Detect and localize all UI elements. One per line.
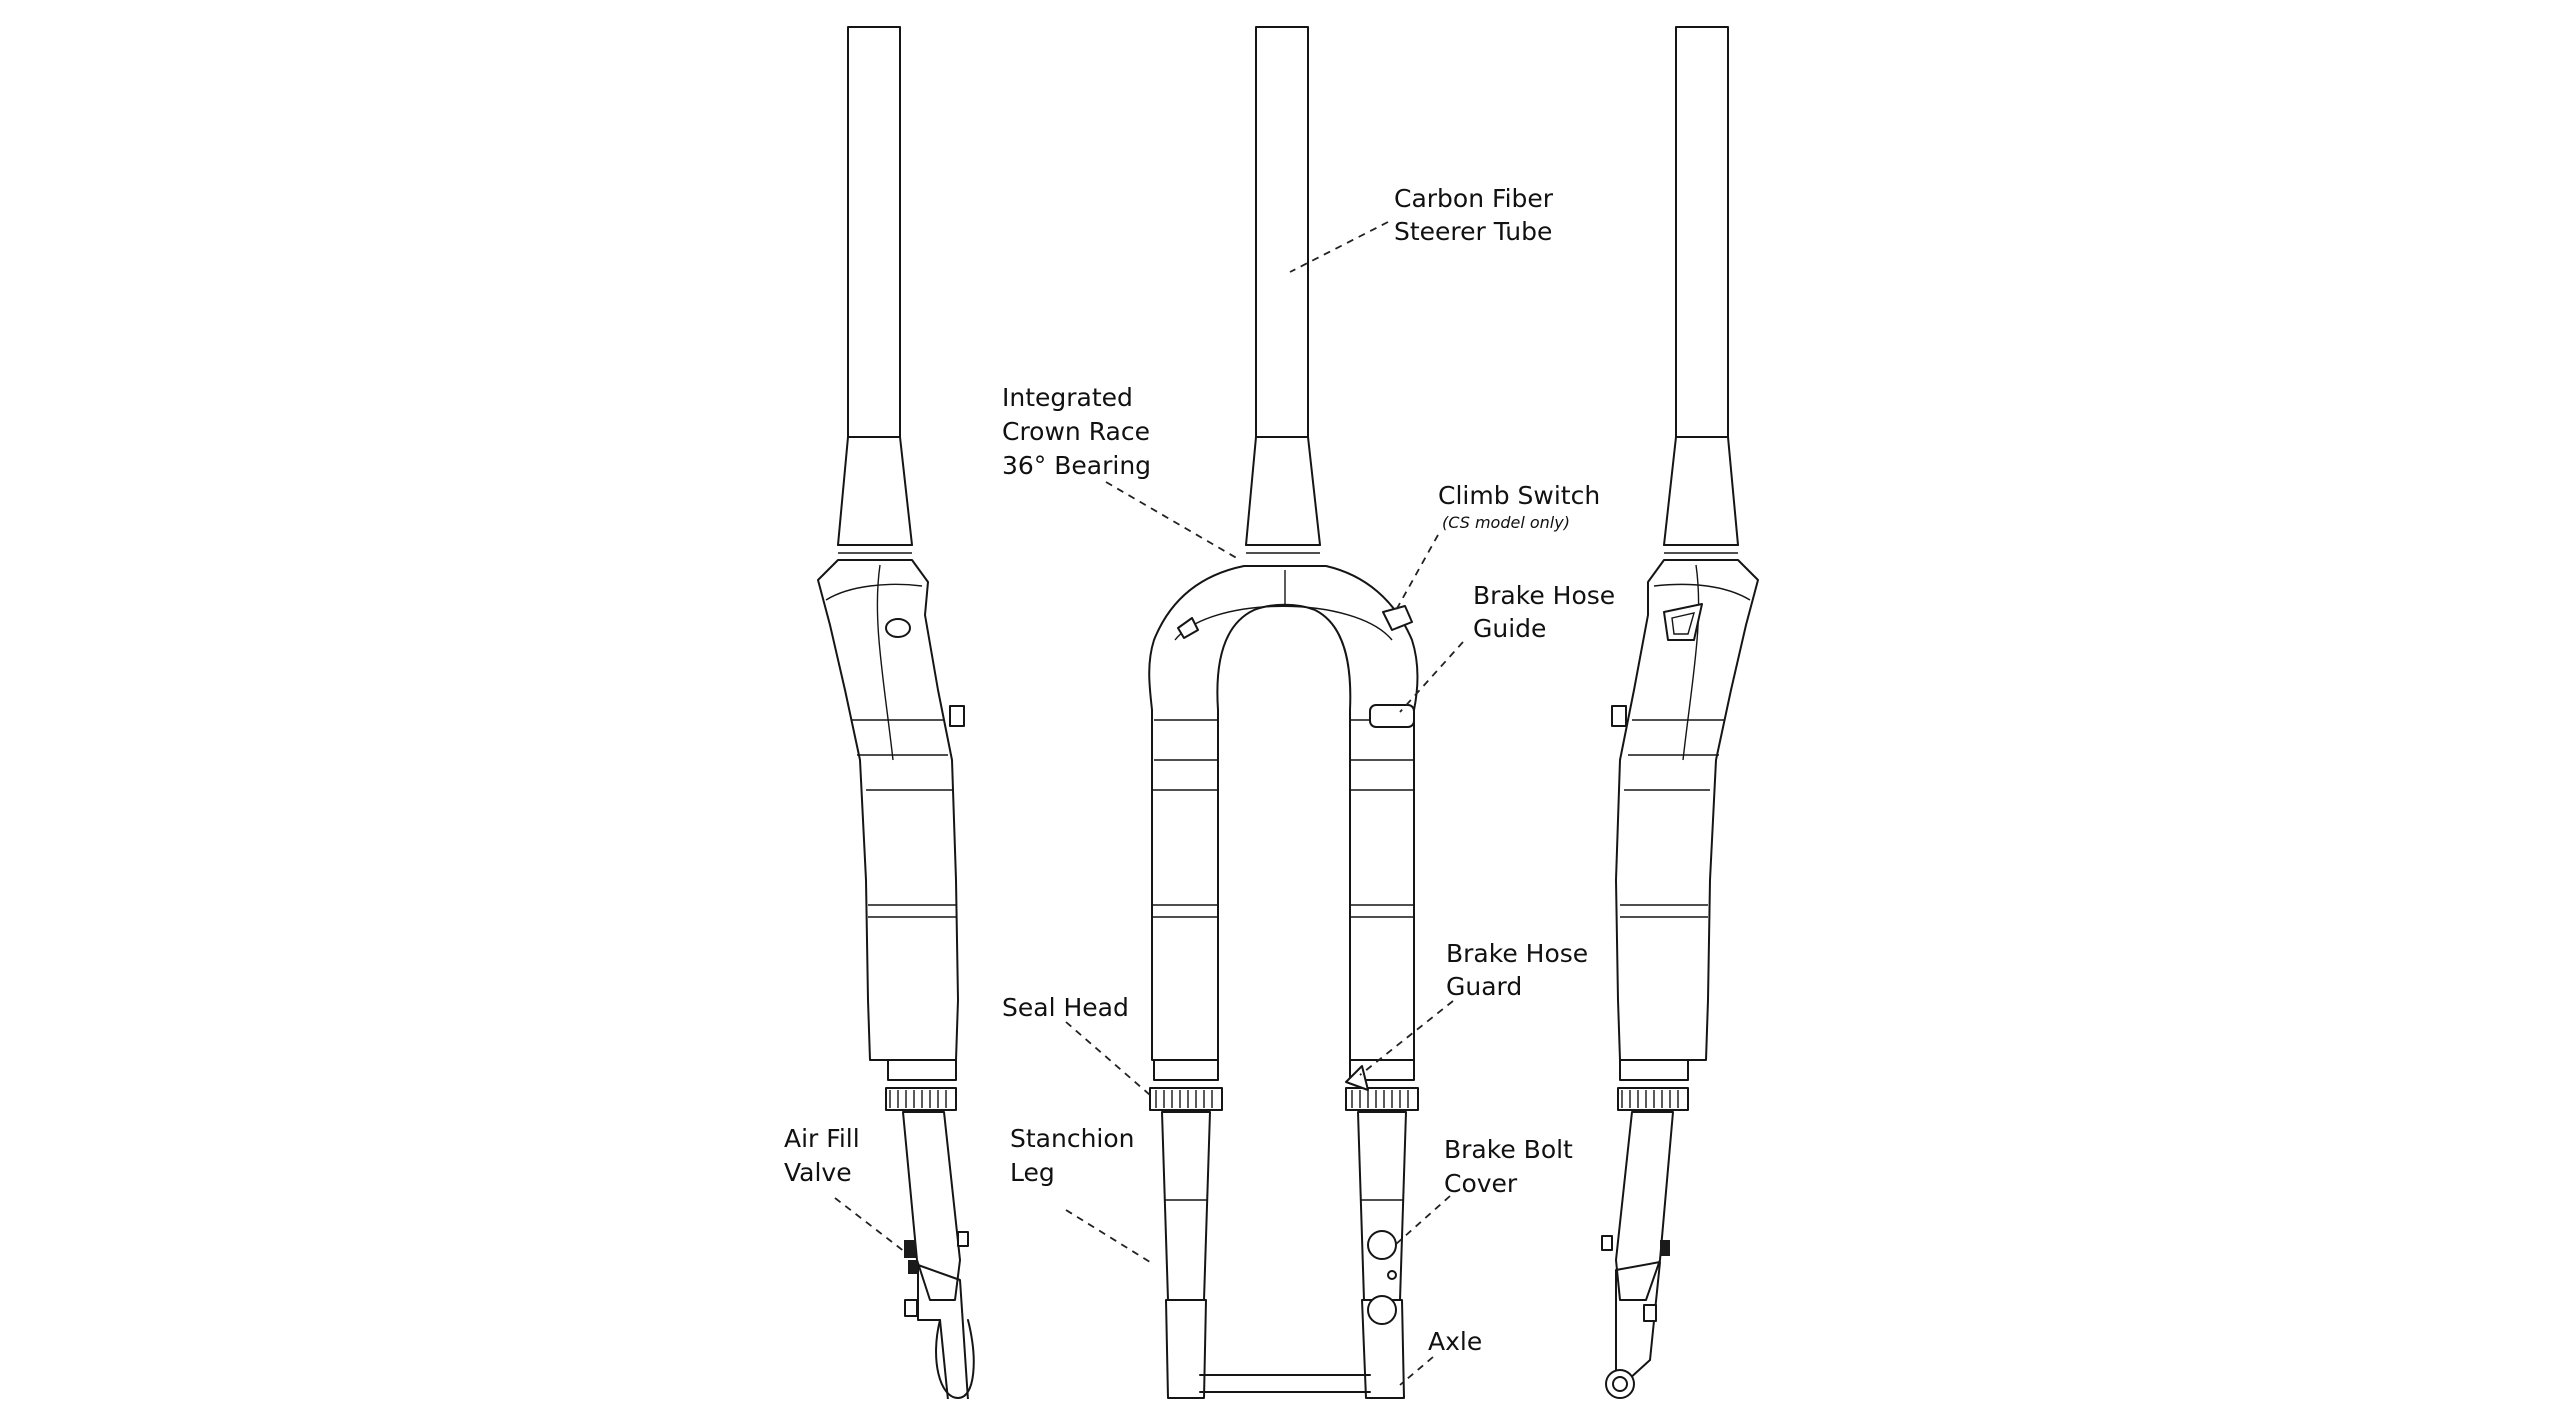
leader-crown-race xyxy=(1105,481,1241,561)
fork-hardware xyxy=(1601,1235,1670,1322)
label-axle: Axle xyxy=(1428,1327,1482,1356)
seal-ring-left xyxy=(1149,1087,1223,1111)
leader-lines xyxy=(834,221,1464,1386)
seal-head-right xyxy=(1349,1059,1415,1081)
leader-seal-head xyxy=(1065,1021,1151,1096)
crown-arch xyxy=(1148,565,1419,1061)
seal-teeth xyxy=(889,1090,947,1108)
label-stanchion-leg-line1: Stanchion xyxy=(1010,1124,1135,1153)
crown-contour xyxy=(1653,583,1751,601)
seal-teeth xyxy=(1155,1090,1409,1108)
callout-labels: Carbon Fiber Steerer Tube Integrated Cro… xyxy=(784,184,1615,1356)
leader-stanchion-leg xyxy=(1065,1209,1151,1263)
crown-port xyxy=(885,618,911,638)
steerer-taper xyxy=(1245,436,1321,546)
dropout-left xyxy=(1165,1299,1207,1399)
brake-bolt-cover xyxy=(1367,1230,1397,1260)
steerer-taper xyxy=(1663,436,1739,546)
label-brake-hose-guide-line2: Guide xyxy=(1473,614,1546,643)
brake-hose-guide xyxy=(1369,704,1415,728)
leader-brake-hose-guide xyxy=(1399,641,1464,713)
leader-air-fill-valve xyxy=(834,1197,906,1253)
label-air-fill-valve-line1: Air Fill xyxy=(784,1124,860,1153)
label-crown-race-line1: Integrated xyxy=(1002,383,1133,412)
steerer-tube xyxy=(1255,26,1309,438)
label-brake-hose-guard-line2: Guard xyxy=(1446,972,1522,1001)
steerer-taper xyxy=(837,436,913,546)
label-crown-race-line2: Crown Race xyxy=(1002,417,1150,446)
air-fill-valve xyxy=(904,1231,969,1317)
bolt-dot xyxy=(1387,1270,1397,1280)
seal-ring-right xyxy=(1345,1087,1419,1111)
axle-end-inner xyxy=(1612,1376,1628,1392)
label-air-fill-valve-line2: Valve xyxy=(784,1158,852,1187)
crown-contour xyxy=(1174,605,1393,641)
leader-climb-switch xyxy=(1394,534,1439,613)
fork-side-view-right xyxy=(1601,26,1759,1399)
side-tab xyxy=(1611,705,1627,727)
brake-hose-guard xyxy=(1345,1065,1369,1091)
dropout-loop xyxy=(935,1319,975,1399)
label-climb-switch: Climb Switch xyxy=(1438,481,1600,510)
leader-brake-hose-guard xyxy=(1359,1000,1454,1076)
crown-contour xyxy=(1682,564,1700,761)
dropout xyxy=(1615,1261,1661,1381)
side-tab xyxy=(949,705,965,727)
seal-head xyxy=(887,1059,957,1081)
stanchion-leg-right xyxy=(1357,1111,1407,1301)
crown-contour xyxy=(876,564,894,761)
label-crown-race-line3: 36° Bearing xyxy=(1002,451,1151,480)
label-stanchion-leg-line2: Leg xyxy=(1010,1158,1055,1187)
label-steerer-line2: Steerer Tube xyxy=(1394,217,1552,246)
label-climb-switch-note: (CS model only) xyxy=(1442,513,1570,532)
label-brake-bolt-cover-line1: Brake Bolt xyxy=(1444,1135,1573,1164)
crown-contour xyxy=(825,583,923,601)
steerer-tube xyxy=(1675,26,1729,438)
steerer-tube xyxy=(847,26,901,438)
stanchion-leg-left xyxy=(1161,1111,1211,1301)
seal-head xyxy=(1619,1059,1689,1081)
crown xyxy=(817,559,959,1061)
climb-switch-inner xyxy=(1671,612,1695,635)
label-seal-head: Seal Head xyxy=(1002,993,1129,1022)
label-steerer-line1: Carbon Fiber xyxy=(1394,184,1554,213)
seal-head-left xyxy=(1153,1059,1219,1081)
climb-switch-left xyxy=(1177,617,1199,639)
leader-steerer xyxy=(1289,221,1389,273)
crown xyxy=(1615,559,1759,1061)
lower-leg xyxy=(1615,1111,1674,1301)
fork-side-view-left xyxy=(817,26,975,1401)
brake-bolt xyxy=(1367,1295,1397,1325)
label-brake-hose-guard-line1: Brake Hose xyxy=(1446,939,1588,968)
label-brake-bolt-cover-line2: Cover xyxy=(1444,1169,1518,1198)
leader-axle xyxy=(1399,1356,1434,1386)
climb-switch xyxy=(1382,605,1413,631)
label-brake-hose-guide-line1: Brake Hose xyxy=(1473,581,1615,610)
fork-front-view xyxy=(1148,26,1419,1399)
seal-teeth xyxy=(1621,1090,1679,1108)
